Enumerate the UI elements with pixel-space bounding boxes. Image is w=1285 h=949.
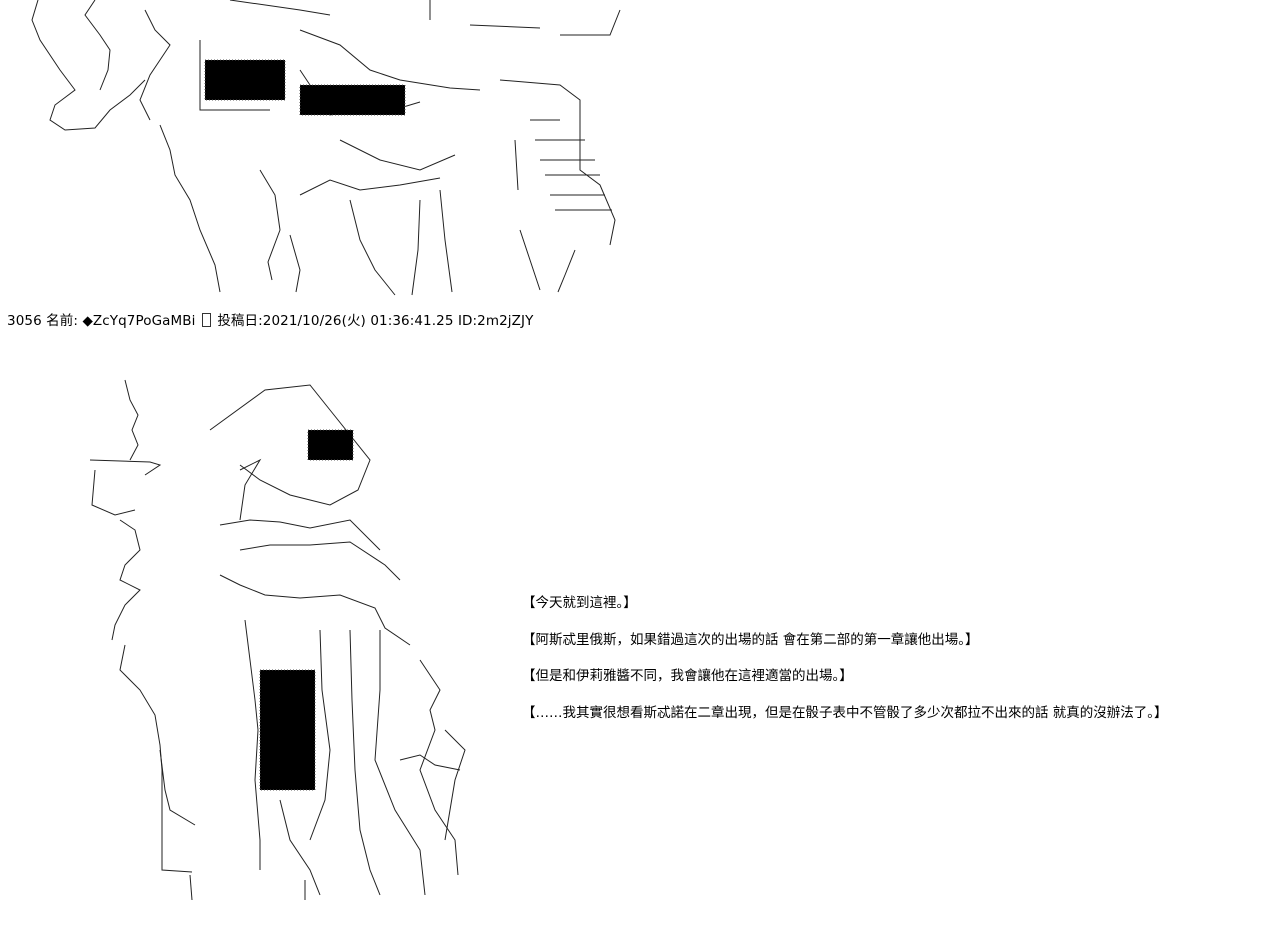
missing-glyph-icon (201, 313, 211, 327)
dialogue-line: 【……我其實很想看斯忒諾在二章出現，但是在骰子表中不管骰了多少次都拉不出來的話 … (522, 704, 1168, 721)
ascii-art-top (31, 0, 621, 296)
posted-label: 投稿日: (217, 313, 263, 329)
post-datetime: 2021/10/26(火) 01:36:41.25 (262, 313, 454, 329)
post-number: 3056 (7, 313, 42, 329)
dialogue-line: 【今天就到這裡。】 (522, 595, 637, 611)
dialogue-line: 【阿斯忒里俄斯，如果錯過這次的出場的話 會在第二部的第一章讓他出場。】 (522, 631, 979, 648)
post-header: 3056 名前: ◆ZcYq7PoGaMBi 投稿日:2021/10/26(火)… (7, 312, 533, 330)
ascii-art-figure (89, 379, 466, 901)
post-id: ID:2m2jZJY (457, 313, 534, 329)
dialogue-line: 【但是和伊莉雅醬不同，我會讓他在這裡適當的出場。】 (522, 668, 853, 684)
name-label: 名前: (46, 313, 79, 329)
trip-code: ◆ZcYq7PoGaMBi (82, 313, 196, 329)
dialogue-block: 【今天就到這裡。】 【阿斯忒里俄斯，如果錯過這次的出場的話 會在第二部的第一章讓… (522, 594, 1282, 740)
